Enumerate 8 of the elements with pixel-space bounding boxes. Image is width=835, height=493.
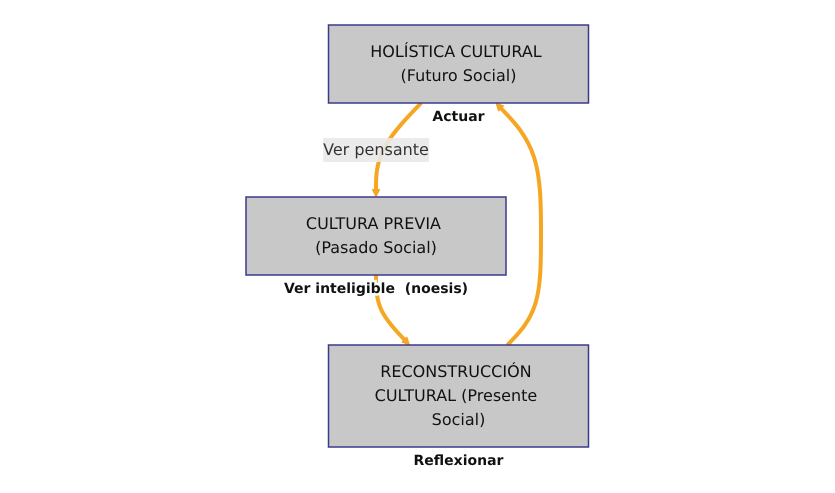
node-box: RECONSTRUCCIÓN CULTURAL (Presente Social) [328, 344, 590, 448]
node-box: CULTURA PREVIA (Pasado Social) [246, 196, 507, 276]
arrow [374, 274, 410, 345]
edge-label: Ver pensante [323, 140, 430, 158]
node-box: HOLÍSTICA CULTURAL (Futuro Social) [328, 24, 590, 104]
node-caption: Actuar [432, 108, 485, 124]
arrow [496, 102, 544, 346]
node-caption: Reflexionar [414, 452, 504, 468]
